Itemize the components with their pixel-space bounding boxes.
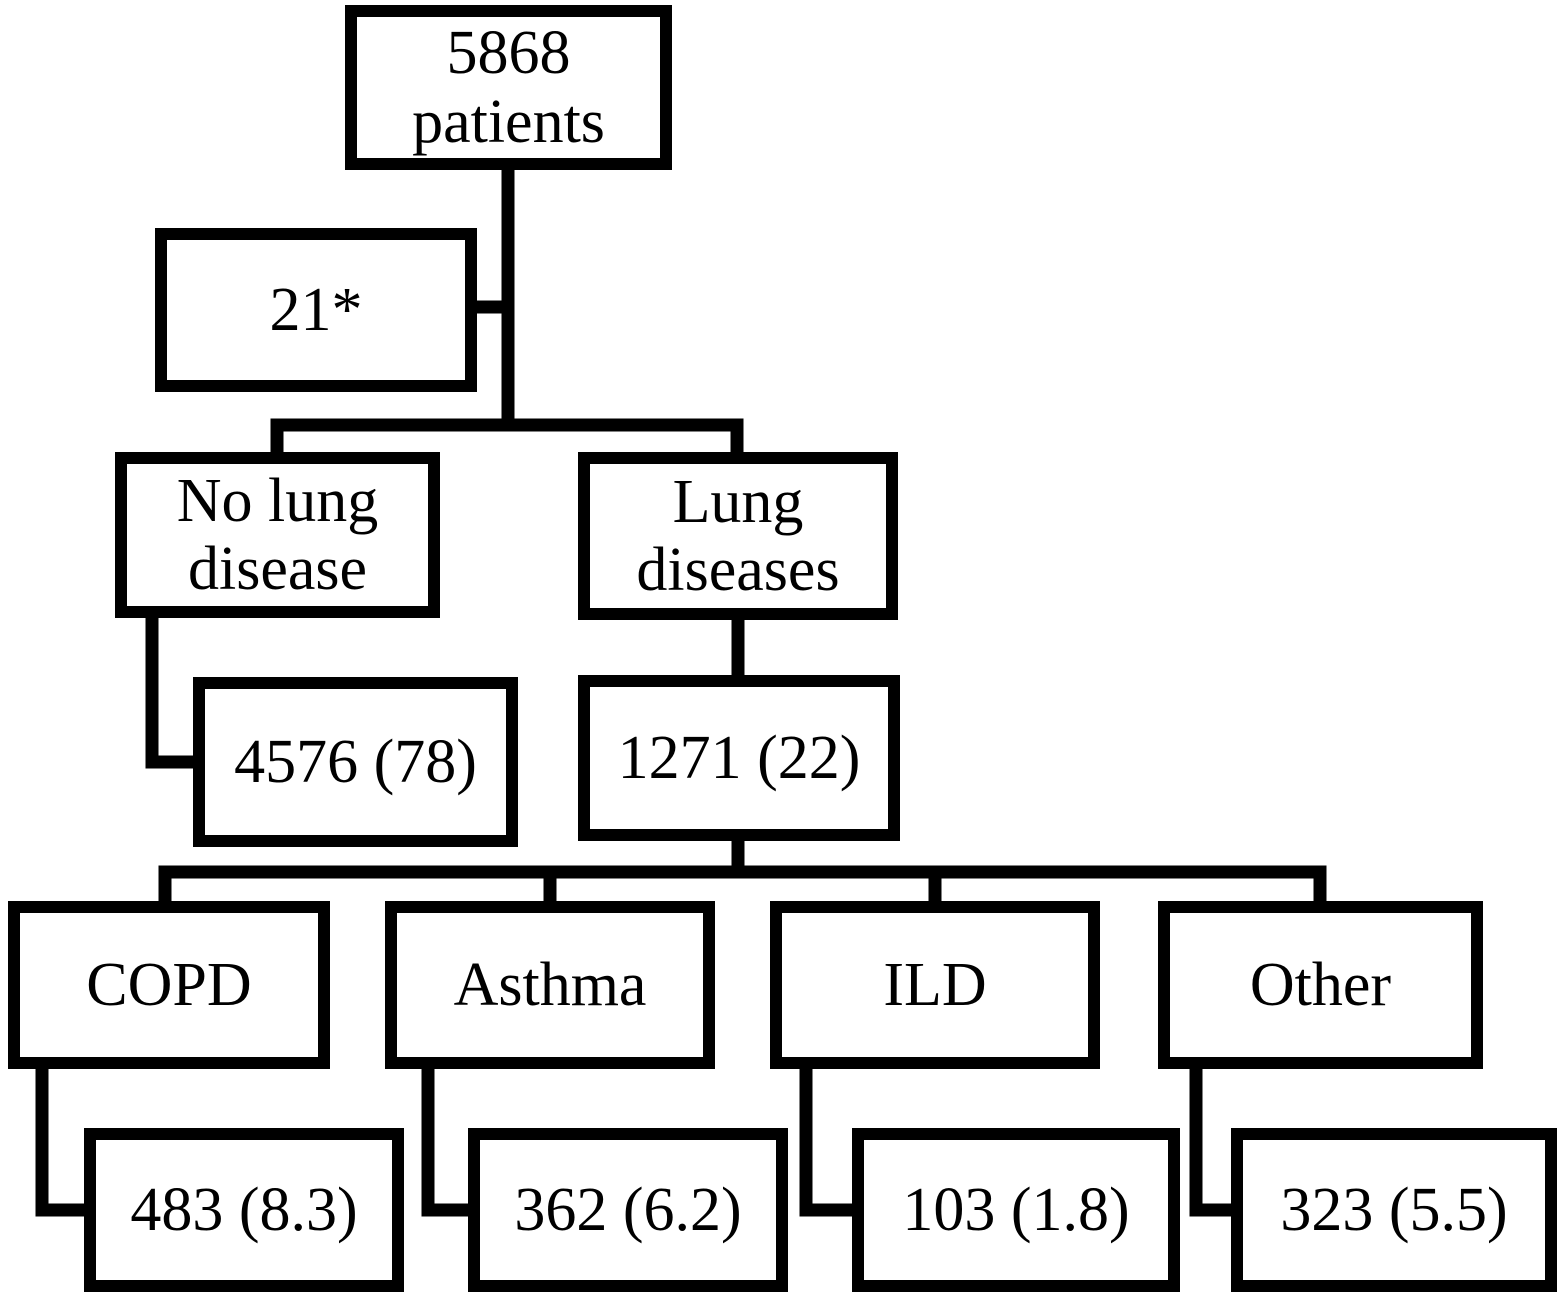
node-other-count: 323 (5.5) <box>1231 1128 1557 1292</box>
node-ild-label: ILD <box>883 950 987 1019</box>
node-lung-count-label: 1271 (22) <box>617 723 861 792</box>
edge-ild-count <box>799 1069 852 1217</box>
node-copd-count-label: 483 (8.3) <box>130 1175 358 1244</box>
node-other: Other <box>1158 901 1483 1069</box>
node-total-patients: 5868 patients <box>345 5 672 170</box>
node-no-lung-count: 4576 (78) <box>193 677 518 847</box>
edge-branch1 <box>270 418 744 452</box>
node-ild-count-label: 103 (1.8) <box>902 1175 1130 1244</box>
node-asthma-count-label: 362 (6.2) <box>514 1175 742 1244</box>
node-lung-diseases-line1: Lung <box>672 467 804 536</box>
node-ild: ILD <box>770 901 1100 1069</box>
node-no-lung-disease: No lung disease <box>115 452 440 618</box>
node-copd-label: COPD <box>86 950 252 1019</box>
node-total-patients-line2: patients <box>412 87 605 156</box>
edge-copd-count <box>35 1069 84 1217</box>
node-excluded: 21* <box>155 228 477 392</box>
node-asthma-count: 362 (6.2) <box>468 1128 788 1292</box>
node-asthma: Asthma <box>385 901 715 1069</box>
node-lung-diseases-line2: diseases <box>636 536 840 604</box>
node-no-lung-count-label: 4576 (78) <box>234 727 477 796</box>
node-lung-diseases: Lung diseases <box>578 452 898 620</box>
edge-asthma-count <box>421 1069 468 1217</box>
node-ild-count: 103 (1.8) <box>852 1128 1180 1292</box>
node-no-lung-disease-line1: No lung <box>176 466 379 535</box>
node-other-count-label: 323 (5.5) <box>1280 1175 1508 1244</box>
node-other-label: Other <box>1249 950 1392 1019</box>
node-lung-count: 1271 (22) <box>578 675 900 841</box>
node-no-lung-disease-line2: disease <box>187 535 368 603</box>
edge-nolung-count <box>145 618 193 769</box>
node-copd-count: 483 (8.3) <box>84 1128 404 1292</box>
edge-branch2 <box>158 865 1327 901</box>
node-excluded-label: 21* <box>269 275 363 344</box>
node-total-patients-line1: 5868 <box>446 19 571 88</box>
node-copd: COPD <box>8 901 330 1069</box>
edge-other-count <box>1189 1069 1231 1217</box>
node-asthma-label: Asthma <box>453 950 647 1019</box>
